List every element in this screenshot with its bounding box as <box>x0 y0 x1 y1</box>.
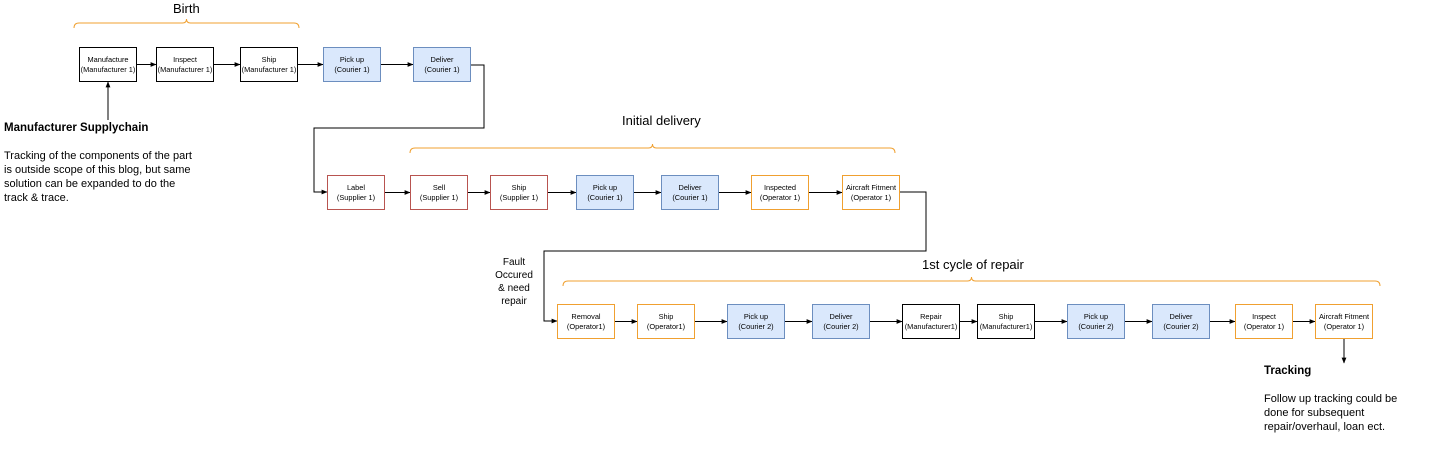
step-ship: Ship (Supplier 1) <box>490 175 548 210</box>
step-pick-up: Pick up (Courier 2) <box>727 304 785 339</box>
step-deliver: Deliver (Courier 2) <box>1152 304 1210 339</box>
supplychain-description: Tracking of the components of the part i… <box>4 150 192 204</box>
step-pick-up: Pick up (Courier 1) <box>576 175 634 210</box>
step-ship: Ship (Manufacturer 1) <box>240 47 298 82</box>
step-inspect: Inspect (Manufacturer 1) <box>156 47 214 82</box>
tracking-heading: Tracking <box>1264 365 1312 377</box>
step-inspect: Inspect (Operator 1) <box>1235 304 1293 339</box>
step-pick-up: Pick up (Courier 2) <box>1067 304 1125 339</box>
phase-title-birth: Birth <box>173 1 200 16</box>
step-label: Label (Supplier 1) <box>327 175 385 210</box>
step-ship: Ship (Operator1) <box>637 304 695 339</box>
fault-annotation: Fault Occured & need repair <box>495 257 533 307</box>
step-deliver: Deliver (Courier 2) <box>812 304 870 339</box>
brace-initial-delivery <box>409 143 896 154</box>
step-removal: Removal (Operator1) <box>557 304 615 339</box>
step-deliver: Deliver (Courier 1) <box>661 175 719 210</box>
step-repair: Repair (Manufacturer1) <box>902 304 960 339</box>
step-sell: Sell (Supplier 1) <box>410 175 468 210</box>
step-ship: Ship (Manufacturer1) <box>977 304 1035 339</box>
step-inspected: Inspected (Operator 1) <box>751 175 809 210</box>
phase-title-initial-delivery: Initial delivery <box>622 113 701 128</box>
brace-birth <box>73 18 300 29</box>
connector-row2-row3 <box>543 191 927 324</box>
brace-repair-cycle <box>562 276 1381 287</box>
step-manufacture: Manufacture (Manufacturer 1) <box>79 47 137 82</box>
phase-title-repair-cycle: 1st cycle of repair <box>922 257 1024 272</box>
tracking-description: Follow up tracking could be done for sub… <box>1264 393 1398 433</box>
step-pick-up: Pick up (Courier 1) <box>323 47 381 82</box>
step-aircraft-fitment: Aircraft Fitment (Operator 1) <box>1315 304 1373 339</box>
step-deliver: Deliver (Courier 1) <box>413 47 471 82</box>
step-aircraft-fitment: Aircraft Fitment (Operator 1) <box>842 175 900 210</box>
connector-row1-row2 <box>313 64 485 195</box>
supplychain-heading: Manufacturer Supplychain <box>4 122 149 134</box>
